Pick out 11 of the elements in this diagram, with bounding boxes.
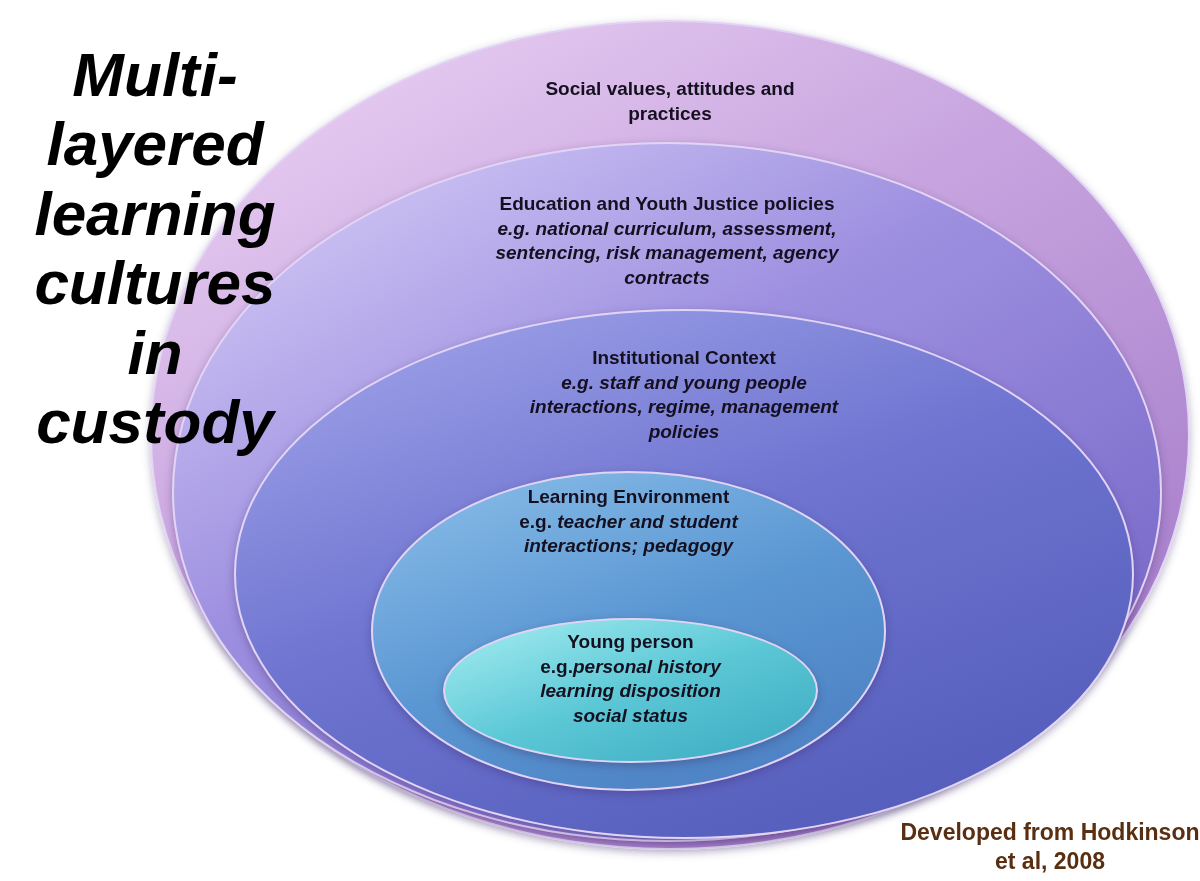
- layer-description: e.g.personal history learning disposition social status: [539, 654, 723, 729]
- layer-heading: Institutional Context: [591, 346, 777, 370]
- layer-heading: Young person: [566, 630, 695, 654]
- title: Multi-layered learning cultures in custody: [33, 40, 277, 457]
- layer-description: e.g. national curriculum, assessment, sentencing, risk management, agency contracts: [494, 216, 840, 291]
- layer-heading: Learning Environment: [526, 485, 731, 509]
- source-caption: Developed from Hodkinson et al, 2008: [900, 818, 1200, 876]
- layer-description: e.g. staff and young people interactions, regime, management policies: [528, 370, 840, 445]
- layer-description: e.g. teacher and student interactions; pedagogy: [518, 509, 740, 559]
- layer-heading: Social values, attitudes and practices: [544, 77, 796, 126]
- layer-heading: Education and Youth Justice policies: [498, 192, 836, 216]
